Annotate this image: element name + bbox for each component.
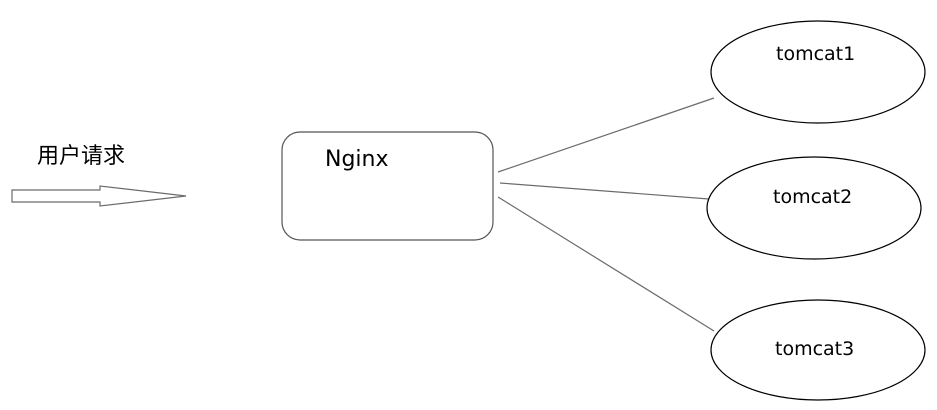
connector-line-tomcat3	[497, 196, 715, 332]
tomcat3-label: tomcat3	[775, 338, 855, 360]
tomcat3-node	[710, 299, 926, 401]
tomcat2-node	[706, 156, 922, 260]
connector-line-tomcat2	[499, 182, 710, 200]
connector-line-tomcat1	[497, 97, 715, 173]
nginx-label: Nginx	[325, 147, 389, 172]
request-arrow	[11, 185, 187, 207]
nginx-box	[281, 131, 494, 241]
tomcat1-node	[710, 20, 926, 124]
user-request-label: 用户请求	[37, 144, 126, 169]
tomcat2-label: tomcat2	[773, 186, 853, 208]
tomcat1-label: tomcat1	[776, 43, 856, 65]
